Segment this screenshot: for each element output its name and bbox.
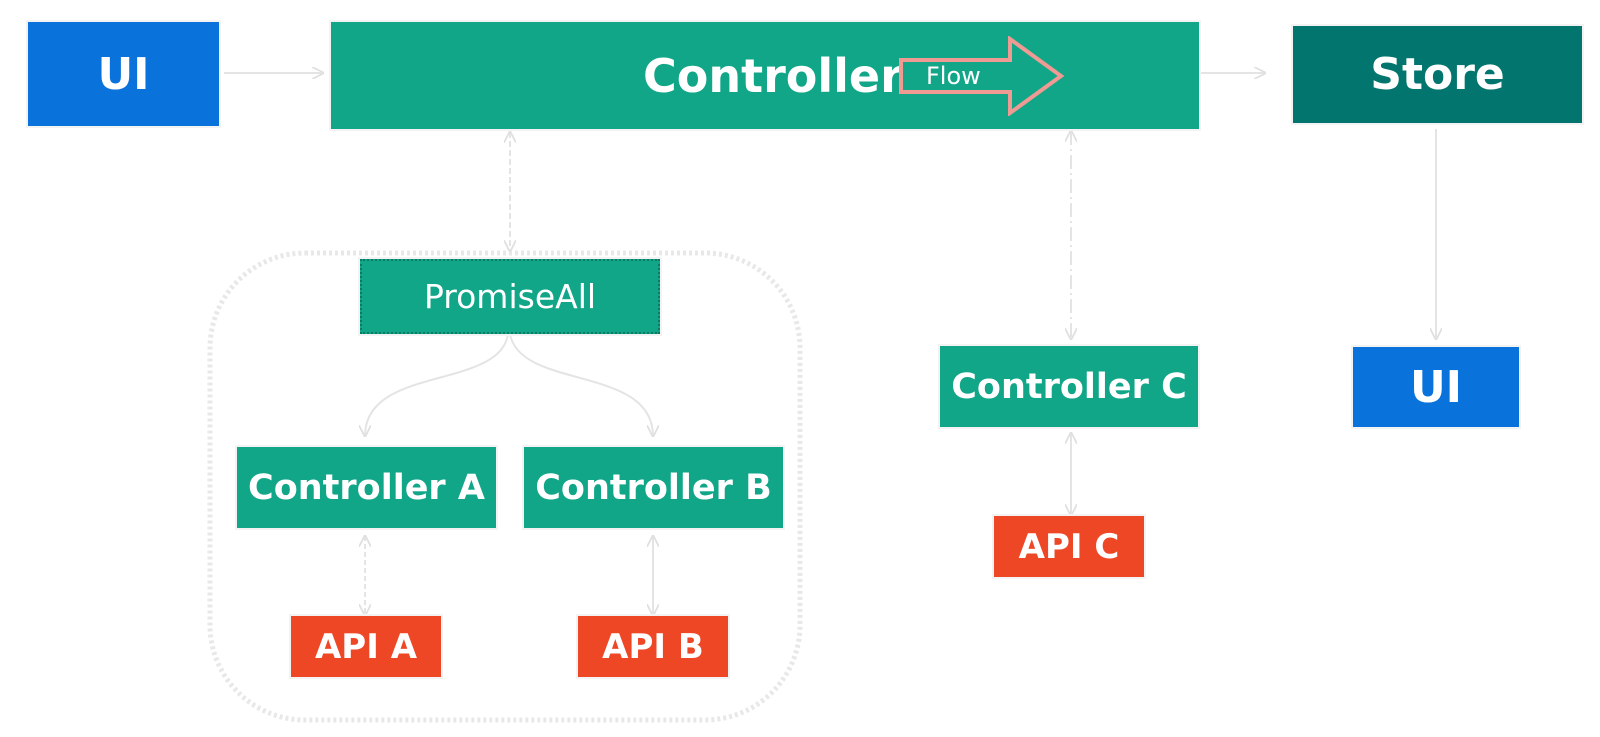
- controller-node-label: Controller: [643, 48, 903, 103]
- api-b-node-label: API B: [602, 626, 704, 667]
- controller-a-node-label: Controller A: [248, 467, 485, 508]
- api-c-node: API C: [994, 516, 1144, 577]
- controller-a-node: Controller A: [237, 447, 496, 528]
- ui-node-bottom-label: UI: [1409, 361, 1463, 413]
- api-a-node: API A: [291, 616, 441, 677]
- api-a-node-label: API A: [314, 626, 418, 667]
- edge-promiseall-controllera: [365, 333, 509, 436]
- store-node-label: Store: [1370, 49, 1505, 100]
- flow-arrow-icon: [899, 36, 1065, 116]
- api-b-node: API B: [578, 616, 728, 677]
- controller-c-node-label: Controller C: [951, 366, 1187, 407]
- api-c-node-label: API C: [1018, 526, 1120, 567]
- ui-node-top-label: UI: [97, 48, 150, 100]
- promise-group-outline: [207, 250, 803, 723]
- controller-c-node: Controller C: [940, 346, 1198, 427]
- ui-node-top: UI: [28, 22, 219, 126]
- edge-promiseall-controllerb: [509, 333, 653, 436]
- controller-node: Controller Flow: [331, 22, 1199, 129]
- promiseall-node: PromiseAll: [360, 259, 660, 334]
- ui-node-bottom: UI: [1353, 347, 1519, 427]
- store-node: Store: [1293, 26, 1582, 123]
- controller-b-node-label: Controller B: [535, 467, 772, 508]
- flow-label: Flow: [926, 61, 981, 90]
- controller-b-node: Controller B: [524, 447, 783, 528]
- promiseall-node-label: PromiseAll: [423, 277, 597, 316]
